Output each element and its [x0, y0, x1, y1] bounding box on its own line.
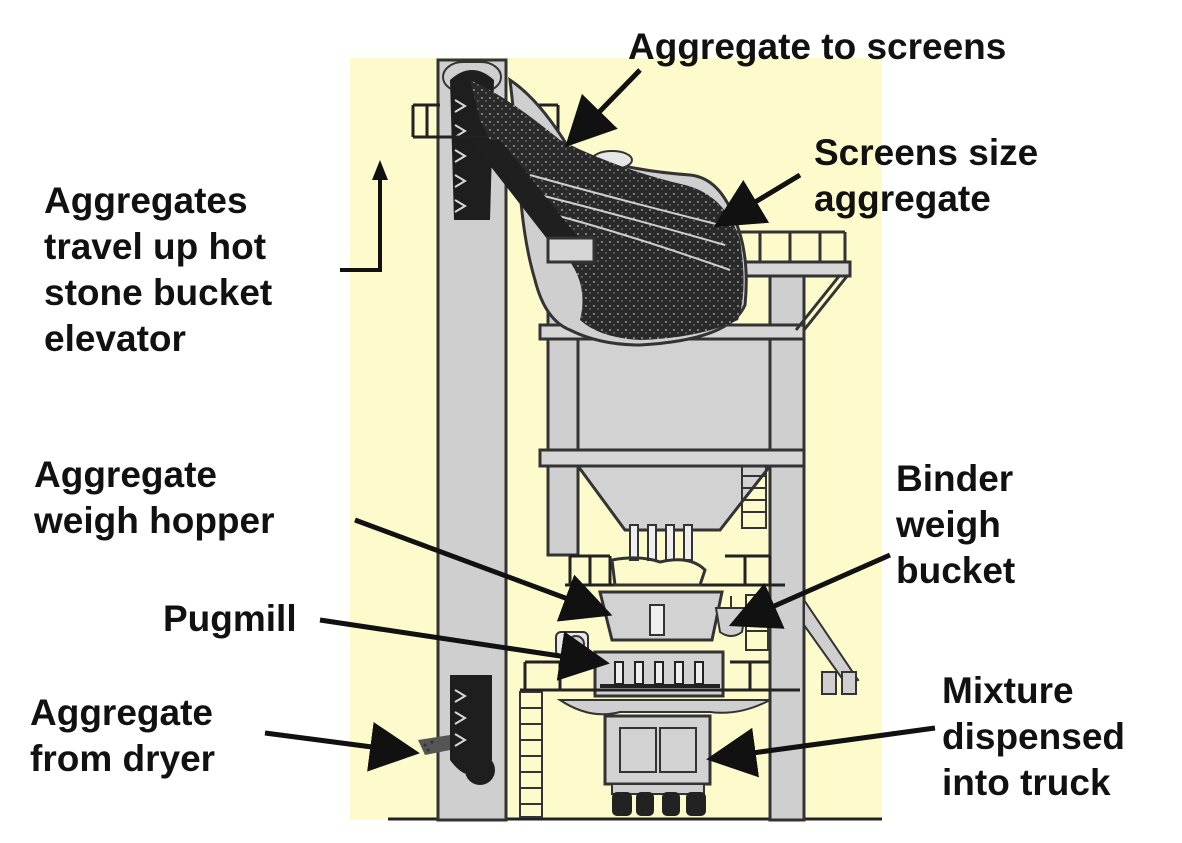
label-line: weigh — [896, 504, 1001, 545]
label-binder-weigh-bucket: Binder weigh bucket — [896, 456, 1015, 594]
arrow-to-pugmill — [319, 617, 610, 681]
arrow-to-binder-bucket — [728, 552, 892, 629]
label-aggregate-from-dryer: Aggregate from dryer — [30, 690, 215, 782]
hot-bin-icon — [575, 464, 774, 561]
label-line: aggregate — [814, 178, 991, 219]
label-aggregate-weigh-hopper: Aggregate weigh hopper — [34, 452, 275, 544]
label-line: weigh hopper — [34, 500, 275, 541]
lower-ladder — [519, 691, 543, 818]
arrow-to-screens-inlet — [565, 68, 642, 148]
label-line: Aggregate — [34, 454, 217, 495]
label-line: Aggregate to screens — [628, 26, 1007, 67]
label-line: travel up hot — [44, 226, 267, 267]
label-line: Screens size — [814, 132, 1039, 173]
label-aggregate-to-screens: Aggregate to screens — [628, 24, 1006, 70]
arrow-to-elevator-boot — [264, 722, 420, 772]
label-line: Pugmill — [163, 598, 297, 639]
weigh-hopper-icon — [598, 556, 724, 642]
label-line: Aggregate — [30, 692, 213, 733]
label-line: from dryer — [30, 738, 216, 779]
arrow-to-weigh-hopper — [354, 517, 613, 622]
elbow-up-arrow-icon — [340, 160, 388, 272]
bucket-elevator-icon — [418, 58, 508, 822]
arrow-to-truck — [706, 725, 936, 778]
label-line: stone bucket — [44, 272, 273, 313]
label-line: dispensed — [942, 716, 1125, 757]
label-screens-size-aggregate: Screens size aggregate — [814, 130, 1038, 222]
label-line: into truck — [942, 762, 1111, 803]
arrow-to-screens — [713, 172, 802, 228]
label-line: elevator — [44, 318, 186, 359]
label-mixture-dispensed: Mixture dispensed into truck — [942, 668, 1125, 806]
label-line: Mixture — [942, 670, 1074, 711]
label-bucket-elevator: Aggregates travel up hot stone bucket el… — [44, 178, 272, 362]
label-line: bucket — [896, 550, 1016, 591]
label-pugmill: Pugmill — [163, 596, 297, 642]
vibrating-screen-icon — [470, 76, 847, 347]
plant-tower — [538, 260, 860, 822]
dump-truck-icon — [603, 714, 712, 816]
label-line: Binder — [896, 458, 1014, 499]
callout-arrows — [264, 68, 936, 778]
label-line: Aggregates — [44, 180, 248, 221]
discharge-chute — [470, 140, 596, 264]
